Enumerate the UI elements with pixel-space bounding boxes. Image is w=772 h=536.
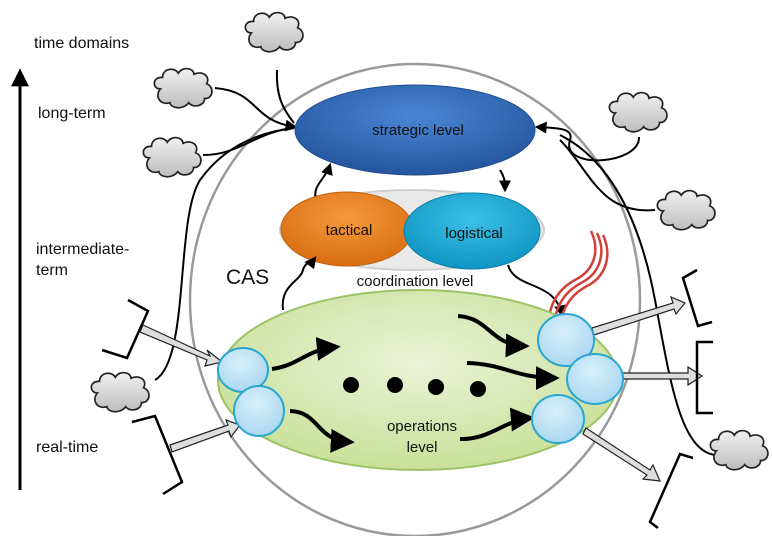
- ellipsis-dot: [343, 377, 359, 393]
- cloud-icon: [608, 91, 668, 133]
- env-link-7: [559, 134, 716, 456]
- flow-arrow: [289, 409, 355, 453]
- cloud-icon: [656, 189, 716, 231]
- strategic-to-logistical-arrow: [498, 169, 511, 193]
- agent-node: [537, 313, 595, 367]
- input-port-lower: [131, 414, 241, 496]
- strategic-level-label: strategic level: [372, 122, 464, 139]
- input-port-upper: [101, 298, 224, 367]
- agent-node: [566, 353, 624, 405]
- cloud-icon: [709, 429, 769, 471]
- operations-level-label-line2: level: [407, 439, 438, 456]
- agent-node: [531, 394, 585, 444]
- cas-label: CAS: [226, 266, 269, 289]
- ellipsis-dot: [470, 381, 486, 397]
- agent-node: [233, 385, 285, 437]
- cloud-icon: [244, 11, 304, 53]
- ellipsis-dot: [387, 377, 403, 393]
- env-link-1: [214, 87, 298, 132]
- ellipsis-dot: [428, 379, 444, 395]
- cloud-icon: [90, 371, 150, 413]
- env-link-2: [275, 69, 295, 124]
- operations-to-tactical-arrow: [281, 256, 317, 311]
- env-link-6: [559, 139, 656, 212]
- strategic-level-node: [294, 84, 536, 176]
- axis-title: time domains: [34, 35, 129, 52]
- logistical-node: [403, 192, 541, 270]
- axis-level-intermediate-line1: intermediate-: [36, 241, 129, 258]
- cloud-icon: [153, 67, 213, 109]
- cloud-icon: [142, 136, 202, 178]
- output-port-lower: [582, 427, 694, 529]
- flow-arrow: [466, 361, 560, 390]
- axis-level-long-term: long-term: [38, 105, 106, 122]
- env-link-5: [534, 121, 641, 162]
- output-port-middle: [617, 340, 713, 415]
- cas-boundary-circle: [188, 62, 642, 536]
- flow-arrow: [271, 336, 341, 371]
- flow-arrow: [459, 407, 535, 442]
- operations-level-label-line1: operations: [387, 418, 457, 435]
- flow-arrow: [457, 314, 530, 358]
- logistical-label: logistical: [445, 225, 503, 242]
- axis-level-real-time: real-time: [36, 439, 98, 456]
- disturbance-icon: [548, 230, 609, 317]
- coordination-level-label: coordination level: [357, 273, 474, 290]
- output-port-upper: [591, 268, 713, 336]
- internal-flows: [271, 314, 560, 453]
- axis-level-intermediate-line2: term: [36, 262, 68, 279]
- tactical-label: tactical: [326, 222, 373, 239]
